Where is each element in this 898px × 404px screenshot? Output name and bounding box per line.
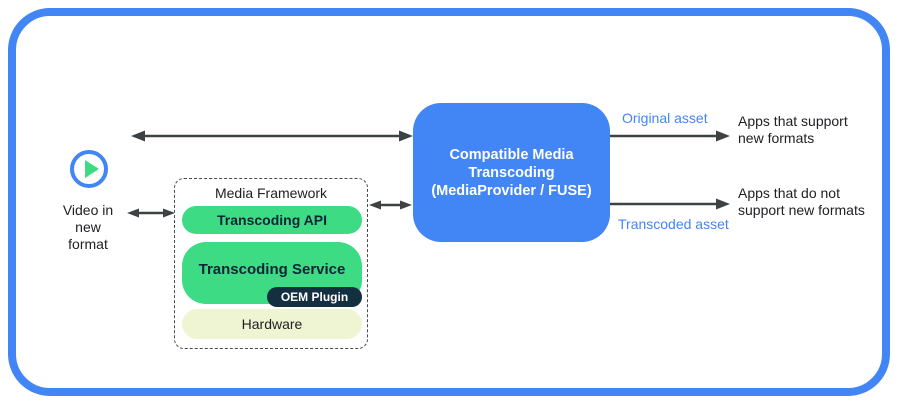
- source-video-label: Video in new format: [62, 202, 114, 252]
- transcoded-asset-label: Transcoded asset: [618, 216, 729, 232]
- apps-support-new-formats-label: Apps that support new formats: [738, 113, 848, 146]
- oem-plugin-block: OEM Plugin: [267, 287, 362, 307]
- transcoding-api-block: Transcoding API: [182, 206, 362, 234]
- compatible-media-transcoding-box: Compatible Media Transcoding (MediaProvi…: [413, 103, 610, 242]
- apps-not-support-new-formats-label: Apps that do not support new formats: [738, 185, 865, 218]
- hardware-block: Hardware: [182, 309, 362, 339]
- diagram-border: [8, 8, 890, 396]
- original-asset-label: Original asset: [622, 110, 708, 126]
- play-icon: [70, 150, 108, 188]
- media-framework-title: Media Framework: [214, 185, 328, 201]
- play-triangle-icon: [84, 159, 99, 178]
- media-framework-box: Media Framework Transcoding API Transcod…: [174, 178, 368, 349]
